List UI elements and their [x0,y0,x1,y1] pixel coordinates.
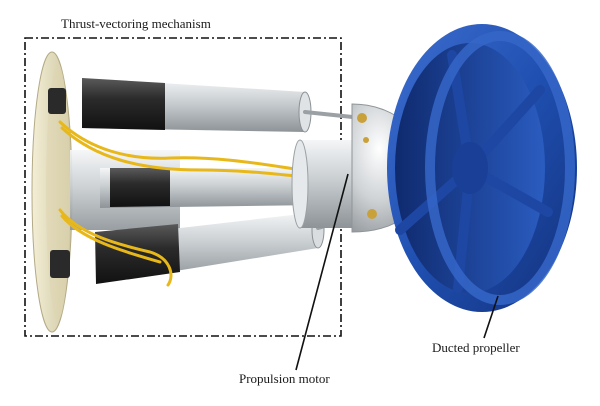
label-thrust-vectoring: Thrust-vectoring mechanism [61,16,211,31]
actuator-upper [82,78,312,133]
pointer-propulsion-motor [295,173,349,371]
label-propulsion-motor: Propulsion motor [239,371,330,386]
pointer-ducted-propeller [483,295,499,339]
label-ducted-propeller: Ducted propeller [432,340,520,355]
ducted-propeller [387,24,577,312]
cables [58,120,320,287]
mounting-plate [31,51,73,333]
